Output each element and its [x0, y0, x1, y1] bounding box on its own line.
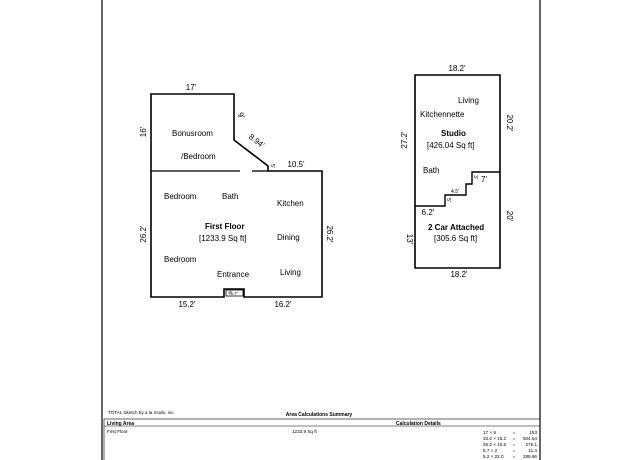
dim-left-lower: 26.2': [139, 225, 148, 243]
room-entrance: Entrance: [217, 270, 250, 279]
garage-title: 2 Car Attached: [428, 223, 484, 232]
dim-studio-right-upper: 20.2': [505, 114, 514, 132]
dim-bottom-right: 16.2': [274, 300, 292, 309]
calc-rows: 17 × 9 = 153 33.2 × 15.2 = 504.64 26.2 × 10.5 =…: [483, 430, 537, 459]
first-floor-plan: 17' 16' 9' 8.94' 5' 10.5' 26.2' 26.2' 15…: [139, 83, 334, 309]
dim-garage-right: 20': [505, 211, 514, 222]
dim-notch-bottom: 6.2': [422, 208, 435, 217]
dim-right-lower: 26.2': [325, 225, 334, 243]
first-floor-row-value: 1233.9 Sq ft: [292, 429, 317, 434]
summary-table: [103, 418, 541, 460]
entry-stoop: [225, 289, 244, 297]
dim-garage-left: 13': [405, 234, 414, 245]
dim-studio-top: 18.2': [448, 64, 466, 73]
dim-notch-diag: 4.5': [451, 189, 459, 195]
room-kitchennette: Kitchennette: [420, 110, 465, 119]
dim-step-small: 5': [269, 164, 275, 168]
room-living: Living: [280, 268, 301, 277]
dim-notch-top: 7': [481, 175, 487, 184]
calc-row-expr: 5.2 × 22.0: [483, 454, 504, 459]
room-studio-bath: Bath: [423, 166, 439, 175]
calc-details-header: Calculation Details: [396, 421, 441, 427]
calc-row-eq: =: [513, 430, 516, 435]
first-floor-row-label: First Floor: [107, 429, 128, 434]
room-bedroom-upper: Bedroom: [164, 192, 197, 201]
dim-bottom-left: 15.2': [178, 300, 196, 309]
studio-garage-outline: [414, 74, 501, 269]
room-studio-living: Living: [458, 96, 479, 105]
first-floor-area: [1233.9 Sq ft]: [199, 234, 247, 243]
dim-diag-a: 9': [236, 111, 247, 121]
studio-garage-divider: [415, 171, 500, 207]
summary-title: Area Calculations Summary: [286, 412, 353, 418]
room-bedroom-lower: Bedroom: [164, 255, 197, 264]
calc-row-val: 11.4: [528, 448, 537, 453]
calc-row-val: 504.64: [523, 436, 537, 441]
room-bonus-bedroom: /Bedroom: [181, 152, 216, 161]
calc-row-val: 153: [529, 430, 537, 435]
dim-top: 17': [186, 83, 197, 92]
sketch-credit: TOTAL Sketch by a la mode, inc.: [108, 410, 175, 415]
dim-garage-bottom: 18.2': [450, 270, 468, 279]
dim-diag-b: 8.94': [247, 132, 266, 150]
calc-row-eq: =: [513, 448, 516, 453]
studio-area: [426.04 Sq ft]: [427, 141, 475, 150]
studio-garage-plan: 18.2' 27.2' 20.2' 3' 7' 4.5' 5' 6.2' 13'…: [400, 64, 514, 279]
calc-row-expr: 33.2 × 15.2: [483, 436, 507, 441]
calc-row-expr: 5.7 × 2: [483, 448, 498, 453]
first-floor-outline: [150, 93, 323, 298]
calc-row-val: 275.1: [526, 442, 538, 447]
first-floor-title: First Floor: [205, 222, 245, 231]
calc-row-expr: 26.2 × 10.5: [483, 442, 507, 447]
dim-left-upper: 16': [139, 126, 148, 137]
dim-studio-left-upper: 27.2': [400, 131, 409, 149]
calc-row-eq: =: [513, 436, 516, 441]
calc-row-eq: =: [513, 442, 516, 447]
dim-stoop-top: 5.7': [230, 291, 237, 296]
room-bonusroom: Bonusroom: [172, 129, 213, 138]
studio-title: Studio: [441, 129, 466, 138]
room-bath: Bath: [222, 192, 238, 201]
dim-notch-small-2: 5': [445, 198, 451, 202]
room-dining: Dining: [277, 233, 300, 242]
dim-stoop-side: 2': [228, 290, 232, 295]
dim-right-upper: 10.5': [287, 160, 305, 169]
room-kitchen: Kitchen: [277, 199, 304, 208]
calc-row-val: 289.96: [523, 454, 537, 459]
calc-row-expr: 17 × 9: [483, 430, 496, 435]
living-area-header: Living Area: [107, 421, 134, 427]
dim-notch-small-1: 3': [472, 175, 478, 179]
garage-area: [305.6 Sq ft]: [434, 234, 477, 243]
area-calculations-summary: TOTAL Sketch by a la mode, inc. Area Cal…: [103, 410, 541, 460]
calc-row-eq: =: [513, 454, 516, 459]
